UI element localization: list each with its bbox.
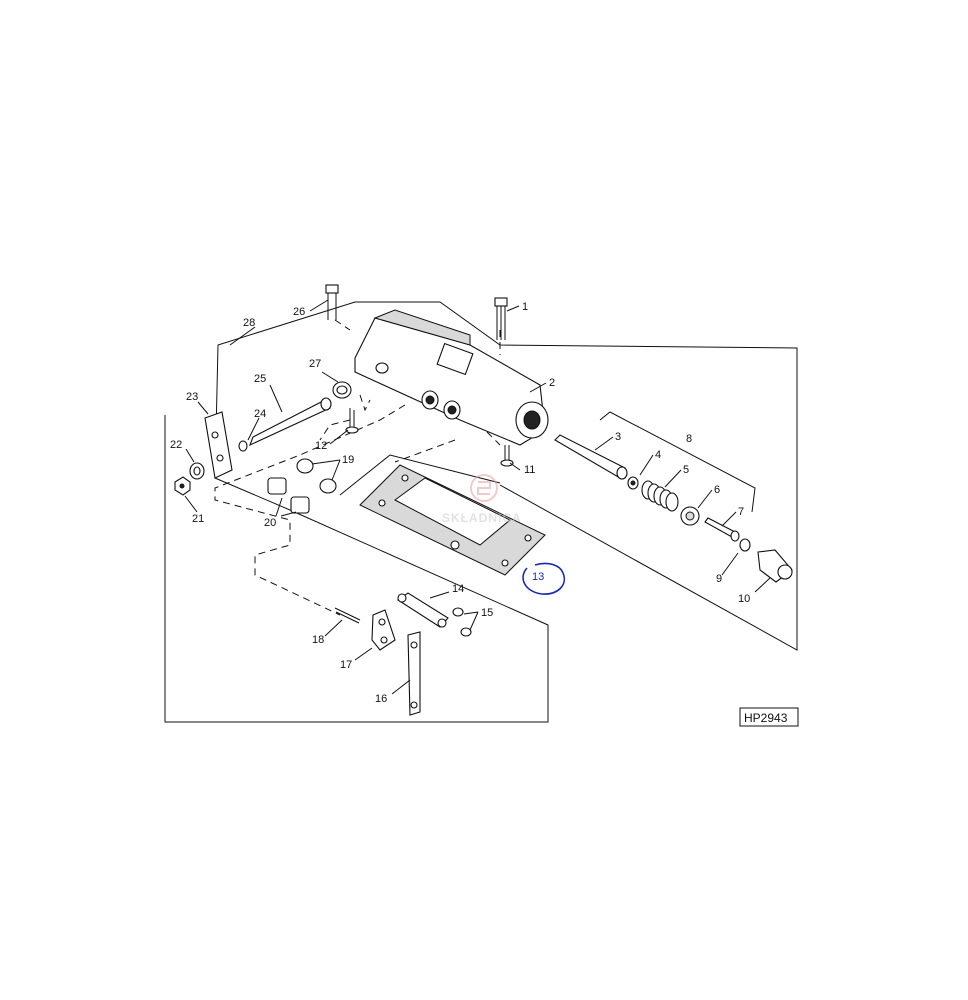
cap-6-part <box>680 506 700 526</box>
watermark-logo: SKŁADNICA <box>442 474 522 525</box>
oring-24-part <box>238 440 248 452</box>
callout-16: 16 <box>375 693 387 705</box>
oring-19-part <box>296 458 337 494</box>
spring-5-part <box>641 480 679 512</box>
valve-housing-part <box>354 309 549 446</box>
drawing-code-box <box>739 707 799 727</box>
nut-21-part <box>174 476 191 496</box>
callout-10: 10 <box>738 593 750 605</box>
screw-12-part <box>345 410 359 434</box>
callout-1: 1 <box>522 301 528 313</box>
callout-28: 28 <box>243 317 255 329</box>
leader-lines <box>184 299 771 695</box>
plug-10-part <box>757 549 793 583</box>
callout-21: 21 <box>192 513 204 525</box>
callout-12: 12 <box>315 440 327 452</box>
callout-23: 23 <box>186 391 198 403</box>
callout-5: 5 <box>683 464 689 476</box>
callout-19: 19 <box>342 454 354 466</box>
callout-20: 20 <box>264 517 276 529</box>
callout-22: 22 <box>170 439 182 451</box>
guide-line-7 <box>394 439 456 463</box>
clip-15-part <box>452 607 472 637</box>
seal-27-part <box>332 381 352 399</box>
guide-line-1 <box>334 319 351 331</box>
callout-11: 11 <box>524 464 535 476</box>
callout-7: 7 <box>738 506 744 518</box>
callout-15: 15 <box>481 607 493 619</box>
callout-6: 6 <box>714 484 720 496</box>
callout-26: 26 <box>293 306 305 318</box>
callout-25: 25 <box>254 373 266 385</box>
callout-24: 24 <box>254 408 266 420</box>
callout-13: 13 <box>532 571 544 583</box>
callout-4: 4 <box>655 449 661 461</box>
plug-20-part <box>267 477 310 514</box>
drawing-code: HP2943 <box>744 711 788 725</box>
callout-3: 3 <box>615 431 621 443</box>
callout-27: 27 <box>309 358 321 370</box>
callout-18: 18 <box>312 634 324 646</box>
callout-17: 17 <box>340 659 352 671</box>
lever-16-part <box>407 631 421 716</box>
oring-9-part <box>739 538 751 552</box>
link-14-part <box>397 592 449 628</box>
bolt-1-part <box>494 297 508 340</box>
washer-4-part <box>627 476 639 490</box>
callout-8: 8 <box>686 433 692 445</box>
callout-14: 14 <box>452 583 464 595</box>
washer-22-part <box>189 462 205 480</box>
shaft-25-part <box>249 397 332 447</box>
lever-17-part <box>371 609 396 651</box>
bolt-26-part <box>325 284 339 320</box>
pin-18-part <box>334 607 361 624</box>
group-frame-8 <box>599 411 756 513</box>
gasket-13-part <box>359 464 546 576</box>
watermark-text: SKŁADNICA <box>442 511 522 525</box>
screw-11-part <box>500 445 514 467</box>
group-frame-28 <box>164 301 798 723</box>
spool-3-part <box>554 434 628 480</box>
highlight-circle-13 <box>522 562 565 595</box>
group-frame-gasket <box>339 454 501 496</box>
plate-23-part <box>204 411 233 479</box>
screw-7-part <box>704 517 740 542</box>
guide-line-4 <box>214 404 406 616</box>
callout-9: 9 <box>716 573 722 585</box>
callout-2: 2 <box>549 377 555 389</box>
guide-line-5 <box>359 394 371 412</box>
